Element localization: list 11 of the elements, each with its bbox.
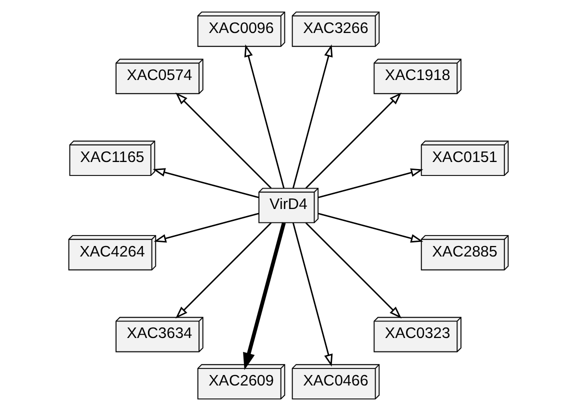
- arrow: [305, 92, 402, 189]
- arrow: [305, 222, 402, 319]
- arrow: [175, 222, 272, 319]
- arrow: [292, 222, 333, 367]
- arrow: [175, 92, 272, 189]
- arrow: [292, 44, 333, 188]
- arrow: [244, 44, 285, 188]
- arrow: [154, 212, 259, 243]
- arrow: [318, 168, 424, 198]
- arrow: [318, 212, 424, 243]
- arrow: [152, 168, 259, 198]
